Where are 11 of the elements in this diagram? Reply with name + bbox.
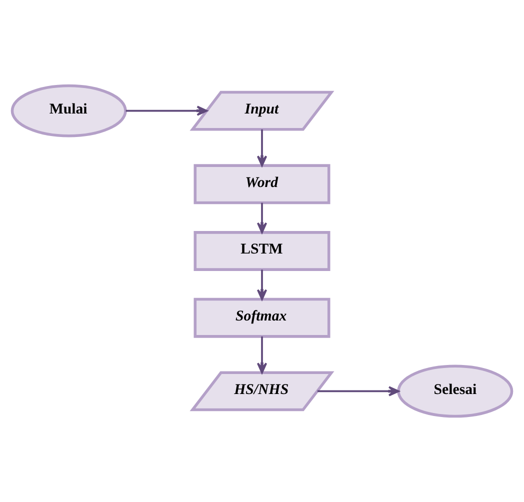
arrow bbox=[256, 270, 268, 300]
node-box: Word bbox=[194, 164, 330, 204]
arrow bbox=[256, 336, 268, 374]
arrow bbox=[256, 202, 268, 234]
arrow bbox=[317, 386, 400, 396]
arrow bbox=[126, 106, 208, 116]
node-box: LSTM bbox=[194, 231, 330, 271]
arrow bbox=[256, 129, 268, 166]
node-box: Softmax bbox=[194, 298, 330, 338]
node-ellipse: Selesai bbox=[397, 364, 514, 418]
node-ellipse: Mulai bbox=[10, 84, 127, 138]
